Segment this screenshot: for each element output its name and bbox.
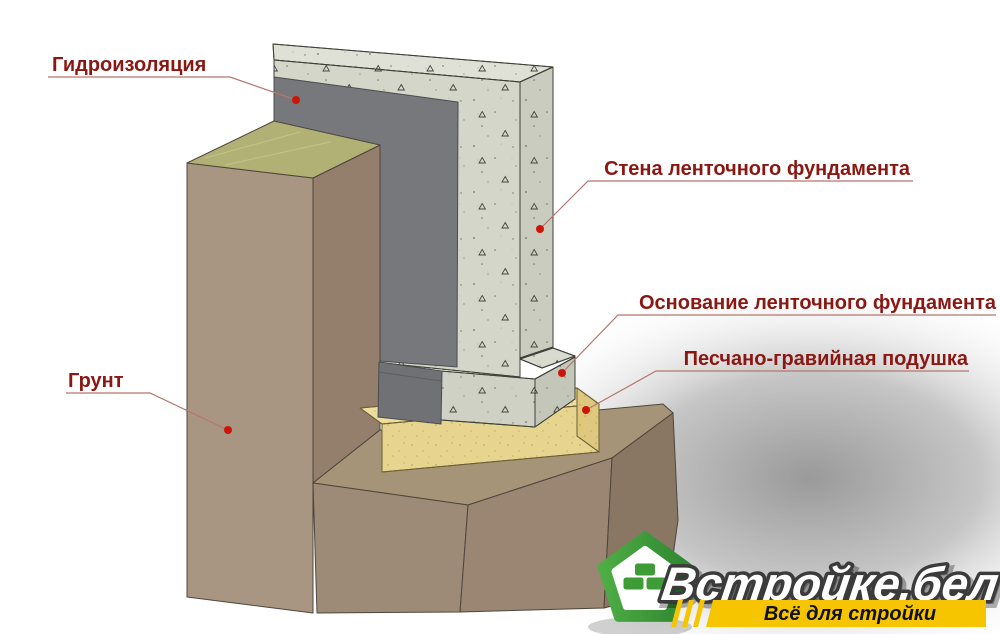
sand-cushion-end-face — [576, 387, 600, 453]
ribbon-slash-2 — [682, 600, 694, 627]
logo: Встройке.бел Встройке.бел Всё для стройк… — [588, 531, 1000, 634]
label-strip-foundation-base: Основание ленточного фундамента — [639, 292, 997, 314]
marker-cushion-dot — [582, 406, 590, 414]
leader-cushion-line — [585, 370, 969, 411]
logo-tagline: Всё для стройки — [764, 603, 936, 625]
ribbon-slash-1 — [671, 600, 683, 627]
concrete-wall-end-face — [519, 66, 554, 359]
soil-pillar-right-face — [312, 144, 381, 484]
concrete-footing-front-face — [440, 370, 536, 428]
label-waterproofing: Гидроизоляция — [52, 54, 206, 76]
label-soil: Грунт — [68, 370, 124, 392]
brick-glyphs — [623, 563, 667, 590]
marker-base-dot — [558, 369, 566, 377]
marker-soil-dot — [224, 426, 232, 434]
callout-markers — [224, 96, 590, 434]
leader-soil-line — [66, 392, 229, 431]
callout-leaders — [48, 76, 996, 431]
leader-wall-line — [539, 180, 913, 230]
waterproofing-step — [377, 361, 443, 425]
ribbon-band — [706, 600, 986, 627]
label-sand-gravel-cushion: Песчано-гравийная подушка — [684, 348, 969, 370]
grass-top-streaks — [204, 131, 331, 166]
ribbon-slash-3 — [693, 600, 705, 627]
pentagon-bricks-icon — [597, 531, 693, 622]
soil-pillar-grass-top — [186, 120, 381, 179]
leader-waterproofing-line — [48, 76, 297, 101]
concrete-footing-top-face — [519, 347, 576, 369]
marker-wall-dot — [536, 225, 544, 233]
logo-ribbon: Всё для стройки — [671, 600, 986, 627]
marker-waterproofing-dot — [292, 96, 300, 104]
label-strip-foundation-wall: Стена ленточного фундамента — [604, 158, 911, 180]
soil-pillar — [186, 120, 381, 614]
soil-pillar-front-face — [186, 162, 314, 614]
leader-base-line — [561, 314, 996, 374]
soil-front-drop-face — [312, 482, 469, 614]
